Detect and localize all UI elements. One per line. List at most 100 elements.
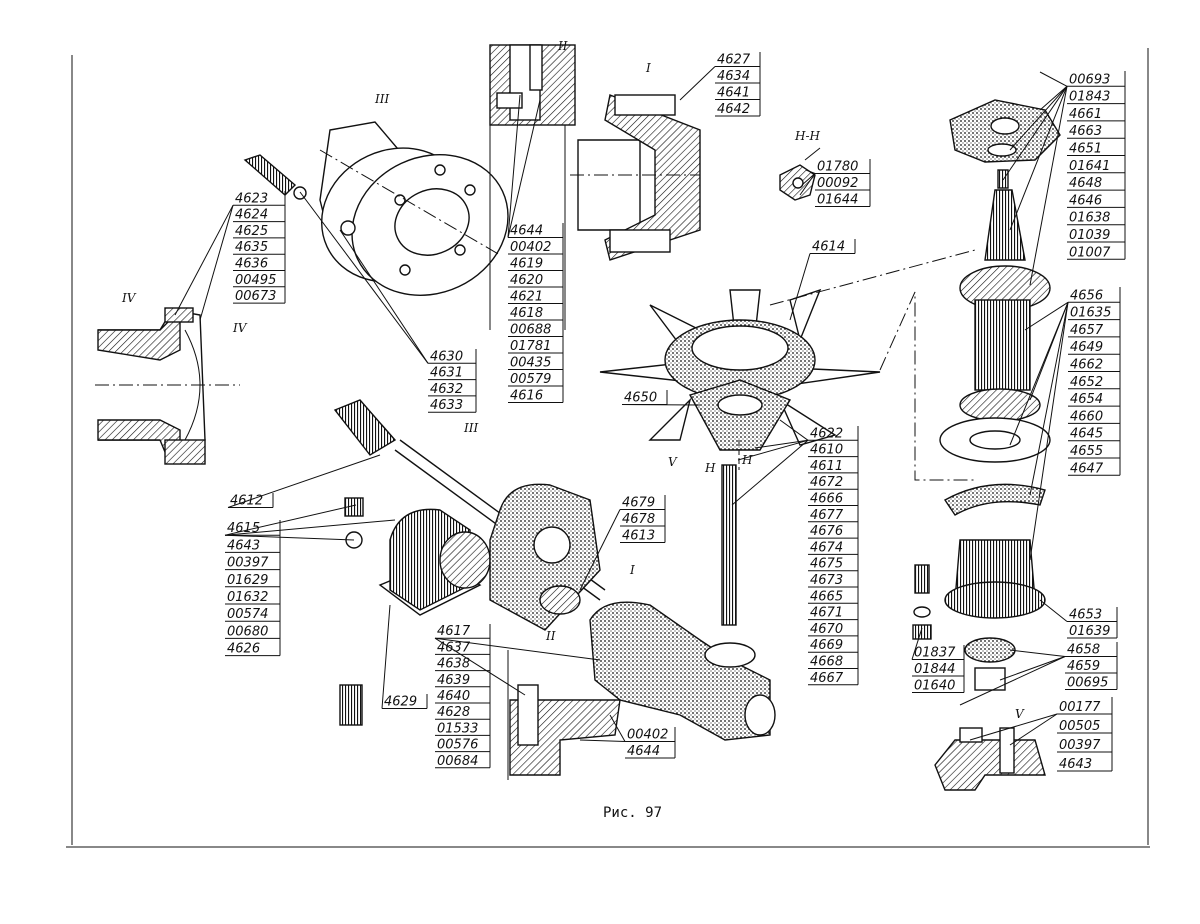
part-number-label: 01635 [1070,306,1111,321]
part-number-label: 4661 [1069,107,1102,122]
leader-line [299,191,429,364]
part-number-label: 4637 [437,640,471,655]
vertical-shaft-4672 [721,440,740,626]
part-number-label: 4646 [1069,193,1102,208]
section-mark-iv-2: IV [232,321,248,335]
part-number-label: 4611 [810,459,843,474]
part-number-label: 4647 [1070,461,1104,476]
part-number-label: 4643 [1059,757,1092,772]
part-number-label: 01780 [817,160,858,175]
part-number-label: 4625 [235,224,268,239]
leader-line [579,739,626,742]
leader-line [1029,86,1068,286]
leader-line [1029,302,1069,561]
leader-line [434,637,526,696]
part-number-label: 4640 [437,689,470,704]
leader-line [224,504,357,536]
part-number-label: 4656 [1070,288,1103,303]
part-number-label: 00693 [1069,72,1110,87]
leader-line [1039,71,1068,87]
part-number-label: 4636 [235,257,268,272]
part-number-label: 4665 [810,589,843,604]
part-number-label: 01641 [1069,159,1110,174]
part-number-label: 00684 [437,754,478,769]
section-mark-i-2: I [629,563,635,577]
part-number-label: 4638 [437,657,470,672]
part-number-label: 4622 [810,426,843,441]
part-number-label: 4660 [1070,409,1103,424]
part-number-label: 4644 [627,744,660,759]
part-number-label: 4624 [235,208,268,223]
part-number-label: 4610 [810,443,843,458]
part-number-label: 01007 [1069,245,1111,260]
part-number-label: 4663 [1069,124,1102,139]
part-number-label: 00402 [510,240,551,255]
part-number-label: 4619 [510,257,543,272]
part-number-label: 4620 [510,273,543,288]
part-number-label: 01644 [817,193,858,208]
part-number-label: 00397 [227,556,269,571]
section-mark-h-right: H [741,453,753,467]
part-number-label: 00680 [227,624,268,639]
part-number-label: 4649 [1070,340,1103,355]
part-number-label: 00495 [235,273,276,288]
leader-line [754,439,809,449]
part-number-label: 4648 [1069,176,1102,191]
part-number-label: 4670 [810,622,843,637]
part-number-label: 4635 [235,240,268,255]
leader-line [507,94,521,238]
centerline-connector-2 [769,249,976,306]
section-mark-i: I [645,61,651,75]
section-mark-ii: II [557,39,568,53]
section-v [934,727,1046,791]
part-number-label: 4618 [510,306,543,321]
part-number-label: 00505 [1059,719,1100,734]
leader-line [731,439,809,506]
part-number-label: 4671 [810,606,843,621]
part-number-label: 00177 [1059,700,1101,715]
leader-line [1009,85,1068,151]
part-number-label: 4644 [510,224,543,239]
part-number-label: 4650 [624,391,657,406]
section-mark-v-2: V [1015,707,1025,721]
leader-line [679,66,716,101]
part-number-label: 4655 [1070,444,1103,459]
part-number-label: 4642 [717,102,750,117]
label-group-4656: 4656016354657464946624652465446604645465… [1009,287,1121,561]
leader-line [1002,86,1068,181]
leader-line [227,454,381,508]
label-group-4650: 4650 [621,390,701,406]
part-number-label: 4662 [1070,358,1103,373]
bearing-stack-right [912,99,1061,691]
part-number-label: 4673 [810,573,843,588]
label-group-4612: 4612 [227,454,381,509]
part-number-label: 4675 [810,557,843,572]
flange-plate-iii [243,121,509,296]
leader-line [737,439,809,461]
leader-line [224,534,355,541]
part-number-label: 4629 [384,695,417,710]
part-number-label: 01629 [227,573,268,588]
part-number-label: 4616 [510,389,543,404]
part-number-label: 00574 [227,607,268,622]
part-number-label: 4630 [430,349,463,364]
part-number-label: 4645 [1070,427,1103,442]
part-number-label: 4653 [1069,608,1102,623]
centerline-connector [879,291,975,481]
part-number-label: 4657 [1070,323,1104,338]
part-number-label: 4678 [622,512,655,527]
part-number-label: 4669 [810,638,843,653]
flange-section-i [570,94,701,261]
bolt-section-ii [489,44,576,330]
part-number-label: 01039 [1069,228,1110,243]
label-group-4629: 4629 [381,604,428,710]
leader-line [969,713,1058,741]
label-group-4614: 4614 [789,239,856,321]
section-mark-h-left: H [704,461,716,475]
part-number-label: 4672 [810,475,843,490]
